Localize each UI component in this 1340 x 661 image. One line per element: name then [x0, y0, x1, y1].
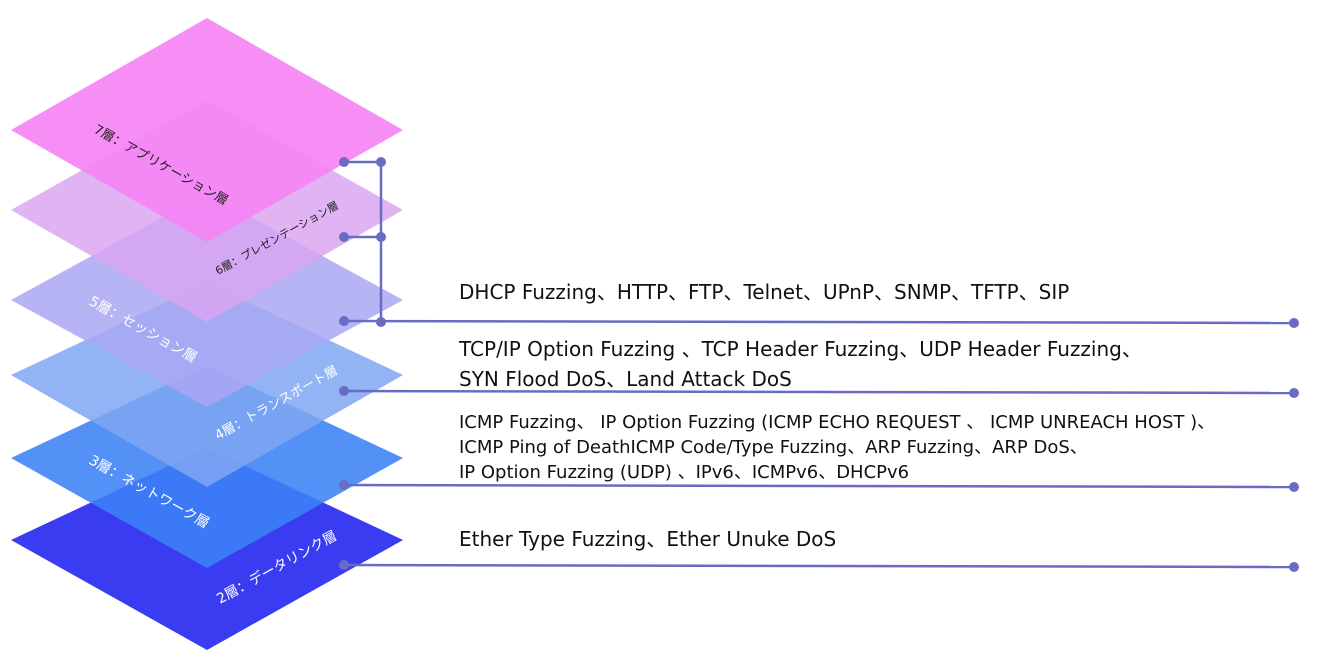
connector-transport — [339, 386, 1299, 398]
description-line: Ether Type Fuzzing、Ether Unuke DoS — [459, 527, 837, 551]
application-layer-description: DHCP Fuzzing、HTTP、FTP、Telnet、UPnP、SNMP、T… — [459, 280, 1069, 304]
layer-7-plane — [11, 18, 403, 242]
bracket-dots — [339, 157, 386, 327]
datalink-layer-description: Ether Type Fuzzing、Ether Unuke DoS — [459, 527, 836, 551]
connector-network — [339, 480, 1299, 492]
description-line: IP Option Fuzzing (UDP) 、IPv6、ICMPv6、DHC… — [459, 462, 910, 483]
description-line: SYN Flood DoS、Land Attack DoS — [459, 367, 792, 391]
network-layer-description: ICMP Fuzzing、 IP Option Fuzzing (ICMP EC… — [459, 410, 1215, 485]
description-line: DHCP Fuzzing、HTTP、FTP、Telnet、UPnP、SNMP、T… — [459, 280, 1070, 304]
connector-datalink — [339, 560, 1299, 572]
transport-layer-description: TCP/IP Option Fuzzing 、TCP Header Fuzzin… — [459, 334, 1142, 394]
description-line: TCP/IP Option Fuzzing 、TCP Header Fuzzin… — [459, 337, 1142, 361]
connector-application — [339, 316, 1299, 328]
description-line: ICMP Fuzzing、 IP Option Fuzzing (ICMP EC… — [459, 412, 1216, 433]
description-line: ICMP Ping of DeathICMP Code/Type Fuzzing… — [459, 437, 1088, 458]
